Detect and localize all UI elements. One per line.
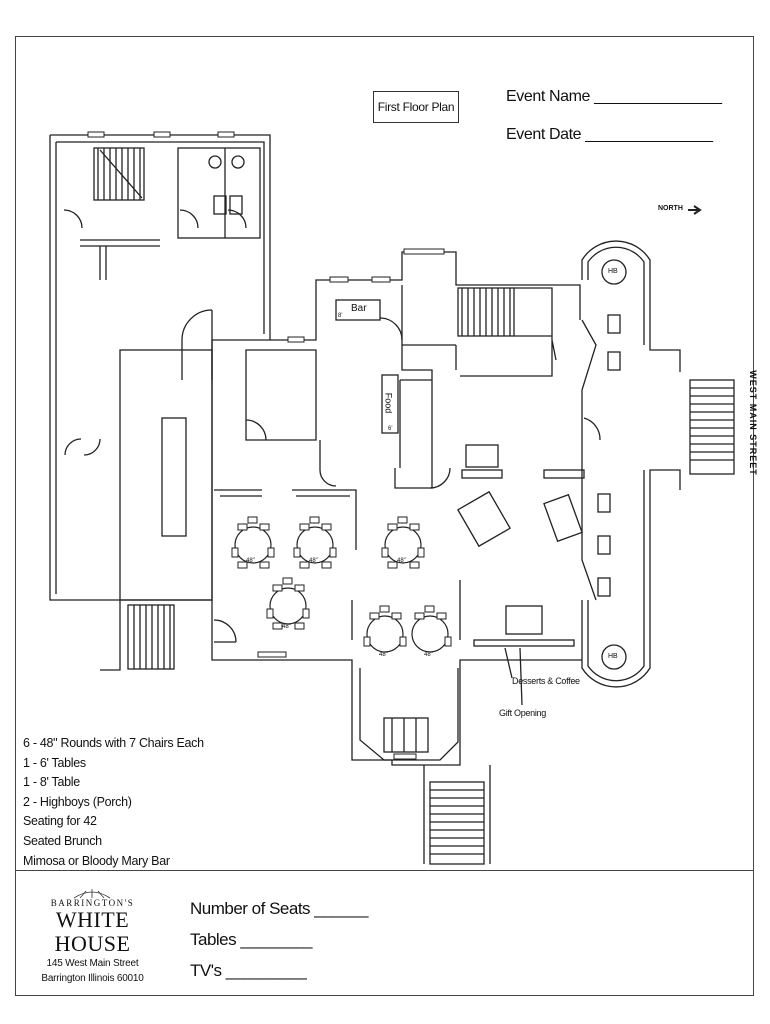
sofa-bottom — [505, 605, 543, 635]
stair-east — [689, 379, 735, 475]
footer-fields: Number of Seats ______ Tables ________ T… — [190, 893, 369, 986]
round-table-3 — [384, 526, 422, 564]
west-hall — [119, 349, 213, 601]
west-wing-walls — [49, 134, 271, 671]
stair-bottom-left — [127, 604, 175, 670]
table-size-label: 48" — [282, 624, 291, 630]
note-line: 1 - 8' Table — [23, 775, 80, 790]
highboy-top-label: HB — [608, 268, 618, 275]
logo-address: 145 West Main Street Barrington Illinois… — [20, 956, 165, 986]
food-table — [381, 374, 399, 434]
event-notes: 6 - 48" Rounds with 7 Chairs Each 1 - 6'… — [23, 734, 204, 871]
east-porch-top — [581, 240, 681, 372]
event-name-field: Event Name _______________ — [506, 88, 722, 105]
venue-logo: BARRINGTON'S WHITE HOUSE 145 West Main S… — [20, 884, 165, 986]
bar-counter — [335, 299, 381, 321]
tvs-field: TV's _________ — [190, 961, 307, 980]
desserts-label: Desserts & Coffee — [512, 676, 580, 686]
street-label: WEST MAIN STREET — [747, 370, 758, 476]
sofa-left — [457, 490, 511, 548]
logo-crest-icon — [73, 889, 111, 899]
sofa-right — [543, 493, 583, 543]
logo-brand-main: WHITE HOUSE — [54, 907, 131, 956]
table-size-label: 48" — [397, 558, 406, 564]
bar-size-label: 8' — [338, 313, 343, 319]
highboy-top — [601, 259, 627, 285]
address-line: 145 West Main Street — [46, 958, 139, 969]
seats-field: Number of Seats ______ — [190, 899, 369, 918]
arrow-right-icon — [688, 205, 702, 215]
logo-brand-top: BARRINGTON'S — [50, 898, 135, 908]
central-walls — [211, 251, 582, 766]
footer-divider — [15, 870, 754, 871]
food-size-label: 6' — [388, 426, 393, 432]
note-line: Seated Brunch — [23, 833, 102, 848]
east-porch-bottom — [581, 469, 681, 688]
note-line: 6 - 48" Rounds with 7 Chairs Each — [23, 736, 204, 750]
round-table-6 — [411, 615, 449, 653]
island-table — [161, 417, 187, 537]
tables-field: Tables ________ — [190, 930, 313, 949]
event-date-field: Event Date _______________ — [506, 126, 713, 143]
table-size-label: 48" — [424, 652, 433, 658]
note-line: Seating for 42 — [23, 814, 97, 829]
note-line: 1 - 6' Tables — [23, 755, 86, 770]
table-size-label: 48" — [309, 558, 318, 564]
bay-bench — [383, 717, 429, 753]
note-line: Mimosa or Bloody Mary Bar — [23, 853, 170, 868]
highboy-bottom — [601, 644, 627, 670]
food-label: Food — [383, 392, 394, 414]
gift-label: Gift Opening — [499, 708, 546, 718]
bar-label: Bar — [351, 303, 367, 314]
compass-label: NORTH — [658, 205, 683, 212]
round-table-2 — [296, 526, 334, 564]
stair-south — [429, 781, 485, 865]
note-line: 2 - Highboys (Porch) — [23, 794, 132, 809]
round-table-4 — [269, 587, 307, 625]
stair-top-left — [93, 147, 145, 201]
address-line: Barrington Illinois 60010 — [41, 973, 144, 984]
plan-title: First Floor Plan — [373, 91, 459, 123]
table-size-label: 48" — [379, 652, 388, 658]
round-table-5 — [366, 615, 404, 653]
restroom — [177, 147, 261, 239]
round-table-1 — [234, 526, 272, 564]
highboy-bottom-label: HB — [608, 653, 618, 660]
plan-sheet-border — [15, 36, 754, 996]
table-size-label: 48" — [246, 558, 255, 564]
